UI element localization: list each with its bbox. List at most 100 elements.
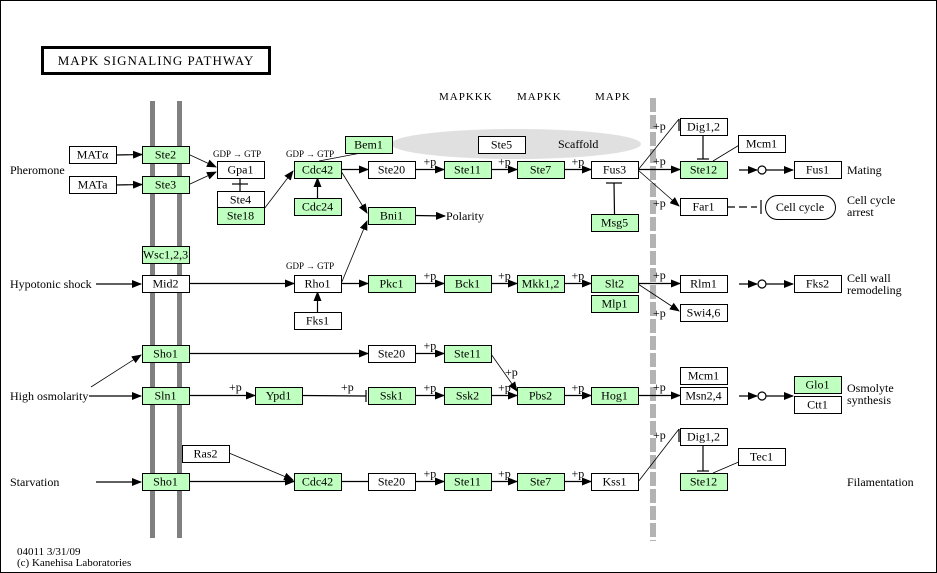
gene-node-ste4[interactable]: Ste4 <box>217 191 265 209</box>
gene-box[interactable] <box>478 136 526 154</box>
gene-node-gpa1[interactable]: Gpa1 <box>217 161 265 179</box>
gene-node-ste11b[interactable]: Ste11 <box>444 345 492 363</box>
gene-node-sho1b[interactable]: Sho1 <box>142 473 190 491</box>
gene-box[interactable] <box>591 295 639 313</box>
gene-box[interactable] <box>680 275 728 293</box>
gene-node-bni1[interactable]: Bni1 <box>368 207 416 225</box>
gene-node-ras2[interactable]: Ras2 <box>182 445 230 463</box>
gene-node-ste2[interactable]: Ste2 <box>142 146 190 164</box>
gene-box[interactable] <box>680 304 728 322</box>
gene-node-mid2[interactable]: Mid2 <box>142 275 190 293</box>
gene-node-ste12a[interactable]: Ste12 <box>680 161 728 179</box>
gene-box[interactable] <box>294 275 342 293</box>
gene-node-cdc42a[interactable]: Cdc42 <box>294 161 342 179</box>
gene-node-pkc1[interactable]: Pkc1 <box>368 275 416 293</box>
gene-box[interactable] <box>444 473 492 491</box>
gene-node-dig12a[interactable]: Dig1,2 <box>680 118 728 136</box>
gene-node-msg5[interactable]: Msg5 <box>591 214 639 232</box>
gene-node-fus1[interactable]: Fus1 <box>794 161 842 179</box>
gene-box[interactable] <box>217 161 265 179</box>
gene-node-ste20c[interactable]: Ste20 <box>368 473 416 491</box>
gene-node-msn24[interactable]: Msn2,4 <box>680 387 728 405</box>
gene-node-slt2[interactable]: Slt2 <box>591 275 639 293</box>
gene-node-ssk2[interactable]: Ssk2 <box>444 387 492 405</box>
gene-box[interactable] <box>794 376 842 394</box>
gene-box[interactable] <box>517 161 565 179</box>
gene-node-ste12b[interactable]: Ste12 <box>680 473 728 491</box>
gene-node-ste3[interactable]: Ste3 <box>142 176 190 194</box>
gene-box[interactable] <box>591 275 639 293</box>
gene-node-matalpha[interactable]: MATα <box>69 146 117 164</box>
gene-box[interactable] <box>69 146 117 164</box>
gene-box[interactable] <box>142 345 190 363</box>
gene-box[interactable] <box>142 176 190 194</box>
gene-box[interactable] <box>517 473 565 491</box>
gene-box[interactable] <box>142 275 190 293</box>
gene-node-pbs2[interactable]: Pbs2 <box>517 387 565 405</box>
gene-node-ste18[interactable]: Ste18 <box>217 207 265 225</box>
gene-node-sln1[interactable]: Sln1 <box>142 387 190 405</box>
gene-node-mata[interactable]: MATa <box>69 176 117 194</box>
gene-node-ste11c[interactable]: Ste11 <box>444 473 492 491</box>
gene-node-rlm1[interactable]: Rlm1 <box>680 275 728 293</box>
gene-node-mkk12[interactable]: Mkk1,2 <box>517 275 565 293</box>
gene-box[interactable] <box>217 207 265 225</box>
gene-node-mcm1a[interactable]: Mcm1 <box>738 135 786 153</box>
gene-box[interactable] <box>591 161 639 179</box>
gene-node-fus3[interactable]: Fus3 <box>591 161 639 179</box>
gene-box[interactable] <box>368 207 416 225</box>
gene-box[interactable] <box>69 176 117 194</box>
gene-box[interactable] <box>591 387 639 405</box>
gene-node-mlp1[interactable]: Mlp1 <box>591 295 639 313</box>
gene-node-sho1a[interactable]: Sho1 <box>142 345 190 363</box>
gene-node-cdc42b[interactable]: Cdc42 <box>294 473 342 491</box>
gene-node-swi46[interactable]: Swi4,6 <box>680 304 728 322</box>
gene-box[interactable] <box>794 275 842 293</box>
gene-node-far1[interactable]: Far1 <box>680 198 728 216</box>
gene-node-ste11a[interactable]: Ste11 <box>444 161 492 179</box>
gene-box[interactable] <box>680 118 728 136</box>
gene-box[interactable] <box>680 367 728 385</box>
gene-box[interactable] <box>368 387 416 405</box>
gene-box[interactable] <box>738 135 786 153</box>
gene-node-ctt1[interactable]: Ctt1 <box>794 396 842 414</box>
gene-node-fks1[interactable]: Fks1 <box>294 312 342 330</box>
gene-box[interactable] <box>680 428 728 446</box>
gene-node-wsc123[interactable]: Wsc1,2,3 <box>142 246 190 264</box>
gene-node-dig12b[interactable]: Dig1,2 <box>680 428 728 446</box>
gene-node-ste20a[interactable]: Ste20 <box>368 161 416 179</box>
gene-box[interactable] <box>368 473 416 491</box>
gene-box[interactable] <box>368 275 416 293</box>
gene-box[interactable] <box>294 198 342 216</box>
gene-box[interactable] <box>444 387 492 405</box>
gene-node-fks2[interactable]: Fks2 <box>794 275 842 293</box>
gene-box[interactable] <box>368 161 416 179</box>
gene-node-rho1[interactable]: Rho1 <box>294 275 342 293</box>
gene-node-glo1[interactable]: Glo1 <box>794 376 842 394</box>
gene-box[interactable] <box>794 161 842 179</box>
gene-box[interactable] <box>444 275 492 293</box>
gene-box[interactable] <box>368 345 416 363</box>
gene-node-hog1[interactable]: Hog1 <box>591 387 639 405</box>
gene-node-ypd1[interactable]: Ypd1 <box>255 387 303 405</box>
gene-node-bck1[interactable]: Bck1 <box>444 275 492 293</box>
gene-node-ste20b[interactable]: Ste20 <box>368 345 416 363</box>
gene-node-ste7b[interactable]: Ste7 <box>517 473 565 491</box>
gene-node-bem1[interactable]: Bem1 <box>345 136 393 154</box>
gene-node-mcm1b[interactable]: Mcm1 <box>680 367 728 385</box>
gene-box[interactable] <box>765 195 836 220</box>
gene-box[interactable] <box>738 448 786 466</box>
gene-box[interactable] <box>294 161 342 179</box>
gene-box[interactable] <box>142 387 190 405</box>
gene-box[interactable] <box>294 312 342 330</box>
gene-box[interactable] <box>794 396 842 414</box>
gene-box[interactable] <box>294 473 342 491</box>
gene-box[interactable] <box>255 387 303 405</box>
gene-node-cdc24[interactable]: Cdc24 <box>294 198 342 216</box>
gene-node-ssk1[interactable]: Ssk1 <box>368 387 416 405</box>
gene-box[interactable] <box>142 146 190 164</box>
gene-box[interactable] <box>680 473 728 491</box>
gene-box[interactable] <box>680 198 728 216</box>
gene-box[interactable] <box>591 473 639 491</box>
gene-box[interactable] <box>517 275 565 293</box>
